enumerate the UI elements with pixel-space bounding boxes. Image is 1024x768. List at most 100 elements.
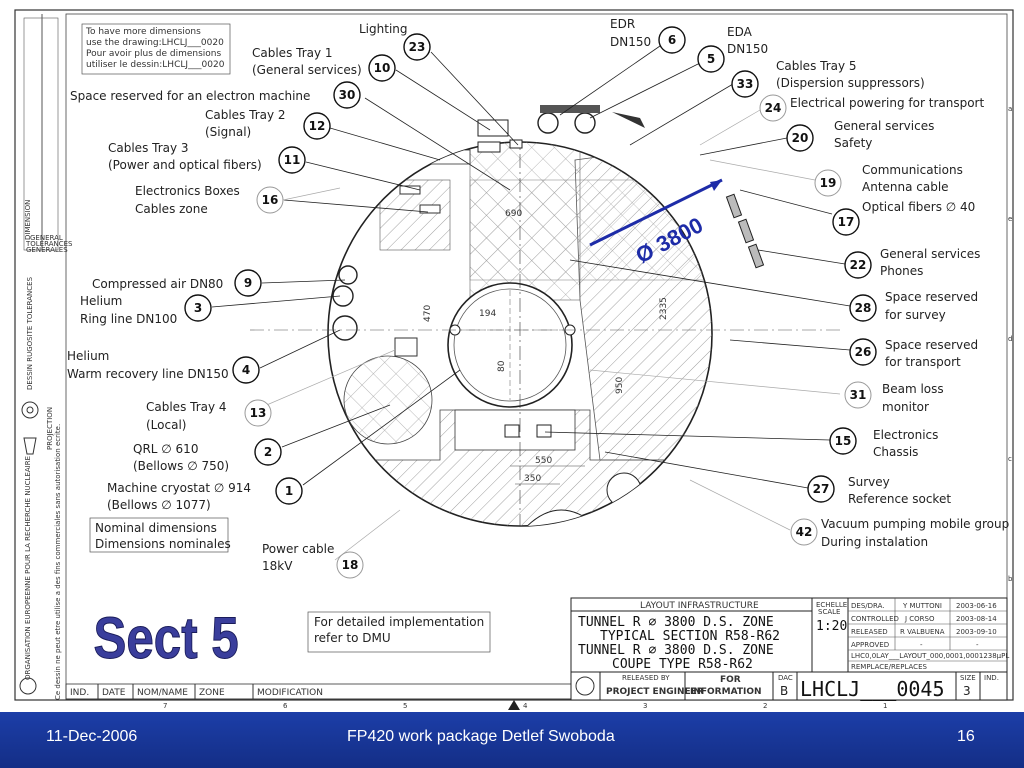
label-helium-ring-1: Helium bbox=[80, 294, 122, 308]
svg-text:-: - bbox=[976, 641, 979, 649]
bubble-5: 5 bbox=[697, 45, 725, 73]
svg-text:DES/DRA.: DES/DRA. bbox=[851, 602, 884, 610]
bubble-23: 23 bbox=[403, 33, 431, 61]
svg-text:Nominal dimensions: Nominal dimensions bbox=[95, 521, 217, 535]
label-helium-warm-1: Helium bbox=[67, 349, 109, 363]
dimension-labels: 690 2335 470 194 80 950 550 350 bbox=[423, 209, 669, 485]
svg-text:20: 20 bbox=[792, 131, 809, 145]
svg-text:SCALE: SCALE bbox=[818, 608, 840, 616]
general-tol-1: GENERAL bbox=[30, 234, 63, 242]
label-eda-2: DN150 bbox=[727, 42, 768, 56]
tb-title-2: TYPICAL SECTION R58-R62 bbox=[600, 629, 780, 644]
label-power-cable-1: Power cable bbox=[262, 542, 334, 556]
svg-text:Dimensions nominales: Dimensions nominales bbox=[95, 537, 231, 551]
svg-text:11: 11 bbox=[284, 153, 301, 167]
label-cryostat-2: (Bellows ∅ 1077) bbox=[107, 498, 211, 512]
bubble-10: 10 bbox=[368, 54, 396, 82]
bubble-31: 31 bbox=[844, 381, 872, 409]
svg-text:e: e bbox=[1008, 215, 1012, 223]
label-tray2-1: Cables Tray 2 bbox=[205, 108, 286, 122]
label-helium-ring-2: Ring line DN100 bbox=[80, 312, 177, 326]
label-elec-chassis-1: Electronics bbox=[873, 428, 938, 442]
label-comms-1: Communications bbox=[862, 163, 963, 177]
label-tray4-1: Cables Tray 4 bbox=[146, 400, 227, 414]
label-vacuum-2: During instalation bbox=[821, 535, 928, 549]
general-tol-2: TOLERANCES bbox=[25, 240, 73, 248]
label-space-machine: Space reserved for an electron machine bbox=[70, 89, 310, 103]
label-survey-socket-2: Reference socket bbox=[848, 492, 951, 506]
svg-text:30: 30 bbox=[339, 88, 356, 102]
svg-text:26: 26 bbox=[855, 345, 872, 359]
label-beam-loss-1: Beam loss bbox=[882, 382, 944, 396]
general-tol-3: GENERALES bbox=[26, 246, 68, 254]
svg-text:23: 23 bbox=[409, 40, 426, 54]
projection-label: PROJECTION bbox=[46, 407, 54, 450]
tb-size: 3 bbox=[963, 684, 971, 698]
dim-2335: 2335 bbox=[659, 297, 669, 320]
svg-text:3: 3 bbox=[643, 702, 647, 710]
label-beam-loss-2: monitor bbox=[882, 400, 929, 414]
svg-text:For detailed implementation: For detailed implementation bbox=[314, 615, 484, 629]
bubble-22: 22 bbox=[844, 251, 872, 279]
cern-logo-icon bbox=[575, 676, 595, 696]
svg-text:ECHELLE: ECHELLE bbox=[816, 601, 847, 609]
tb-title-4: COUPE TYPE R58-R62 bbox=[612, 657, 753, 672]
label-elec-chassis-2: Chassis bbox=[873, 445, 918, 459]
footer-date: 11-Dec-2006 bbox=[46, 728, 138, 745]
label-gen-safety-2: Safety bbox=[834, 136, 872, 150]
bubble-2: 2 bbox=[254, 438, 282, 466]
leader-lines bbox=[211, 45, 851, 489]
svg-text:18: 18 bbox=[342, 558, 359, 572]
cern-logo-icon bbox=[19, 677, 37, 695]
dim-194: 194 bbox=[479, 309, 496, 319]
svg-text:16: 16 bbox=[262, 193, 279, 207]
bubble-33: 33 bbox=[731, 70, 759, 98]
svg-text:MODIFICATION: MODIFICATION bbox=[257, 688, 323, 698]
tb-dac: B bbox=[780, 684, 788, 698]
label-helium-warm-2: Warm recovery line DN150 bbox=[67, 367, 229, 381]
callout-labels-right: EDR DN150 EDA DN150 Cables Tray 5 (Dispe… bbox=[610, 17, 1009, 549]
bubble-17: 17 bbox=[832, 208, 860, 236]
svg-text:J CORSO: J CORSO bbox=[904, 615, 935, 623]
svg-text:use the drawing:LHCLJ___0020: use the drawing:LHCLJ___0020 bbox=[86, 38, 224, 48]
bottom-scale: 7 6 5 4 3 2 1 bbox=[163, 700, 887, 710]
svg-text:To have more dimensions: To have more dimensions bbox=[85, 27, 201, 37]
tb-title-3: TUNNEL R ∅ 3800 D.S. ZONE bbox=[578, 643, 774, 658]
bubble-3: 3 bbox=[184, 294, 212, 322]
label-tray1-2: (General services) bbox=[252, 63, 362, 77]
svg-text:IND.: IND. bbox=[70, 688, 89, 698]
dim-690: 690 bbox=[505, 209, 522, 219]
svg-text:2: 2 bbox=[763, 702, 767, 710]
dim-550: 550 bbox=[535, 456, 552, 466]
svg-text:12: 12 bbox=[309, 119, 326, 133]
note-nominal: Nominal dimensions Dimensions nominales bbox=[89, 517, 231, 553]
label-tray5-2: (Dispersion suppressors) bbox=[776, 76, 925, 90]
svg-text:10: 10 bbox=[374, 61, 391, 75]
rugosite-label: DESSIN RUGOSITE TOLERANCES bbox=[26, 276, 34, 390]
org-label: ORGANISATION EUROPEENNE POUR LA RECHERCH… bbox=[24, 456, 32, 680]
svg-text:5: 5 bbox=[707, 52, 715, 66]
label-eda-1: EDA bbox=[727, 25, 753, 39]
tb-header: LAYOUT INFRASTRUCTURE bbox=[640, 601, 759, 611]
tb-project-engineer: PROJECT ENGINEER bbox=[606, 687, 704, 697]
left-strip: DIMENSION GENERAL TOLERANCES GENERALES D… bbox=[19, 14, 73, 700]
bubble-12: 12 bbox=[303, 112, 331, 140]
sect-label: Sect 5 bbox=[94, 606, 239, 671]
label-elec-boxes-2: Cables zone bbox=[135, 202, 208, 216]
svg-text:utiliser le dessin:LHCLJ___002: utiliser le dessin:LHCLJ___0020 bbox=[86, 60, 225, 70]
warning-label: Ce dessin ne peut etre utilise a des fin… bbox=[54, 424, 62, 700]
right-scale: e d c b a bbox=[1008, 105, 1013, 583]
bubble-19: 19 bbox=[814, 169, 842, 197]
bubble-28: 28 bbox=[849, 294, 877, 322]
bubble-13: 13 bbox=[244, 399, 272, 427]
label-transport-space-2: for transport bbox=[885, 355, 961, 369]
svg-text:INFORMATION: INFORMATION bbox=[690, 687, 762, 697]
svg-text:22: 22 bbox=[850, 258, 867, 272]
svg-text:FOR: FOR bbox=[720, 675, 741, 685]
label-elec-boxes-1: Electronics Boxes bbox=[135, 184, 240, 198]
bubble-30: 30 bbox=[333, 81, 361, 109]
label-survey-space-1: Space reserved bbox=[885, 290, 978, 304]
svg-text:CONTROLLED: CONTROLLED bbox=[851, 615, 899, 623]
svg-text:DATE: DATE bbox=[102, 688, 126, 698]
dim-80: 80 bbox=[497, 360, 507, 372]
